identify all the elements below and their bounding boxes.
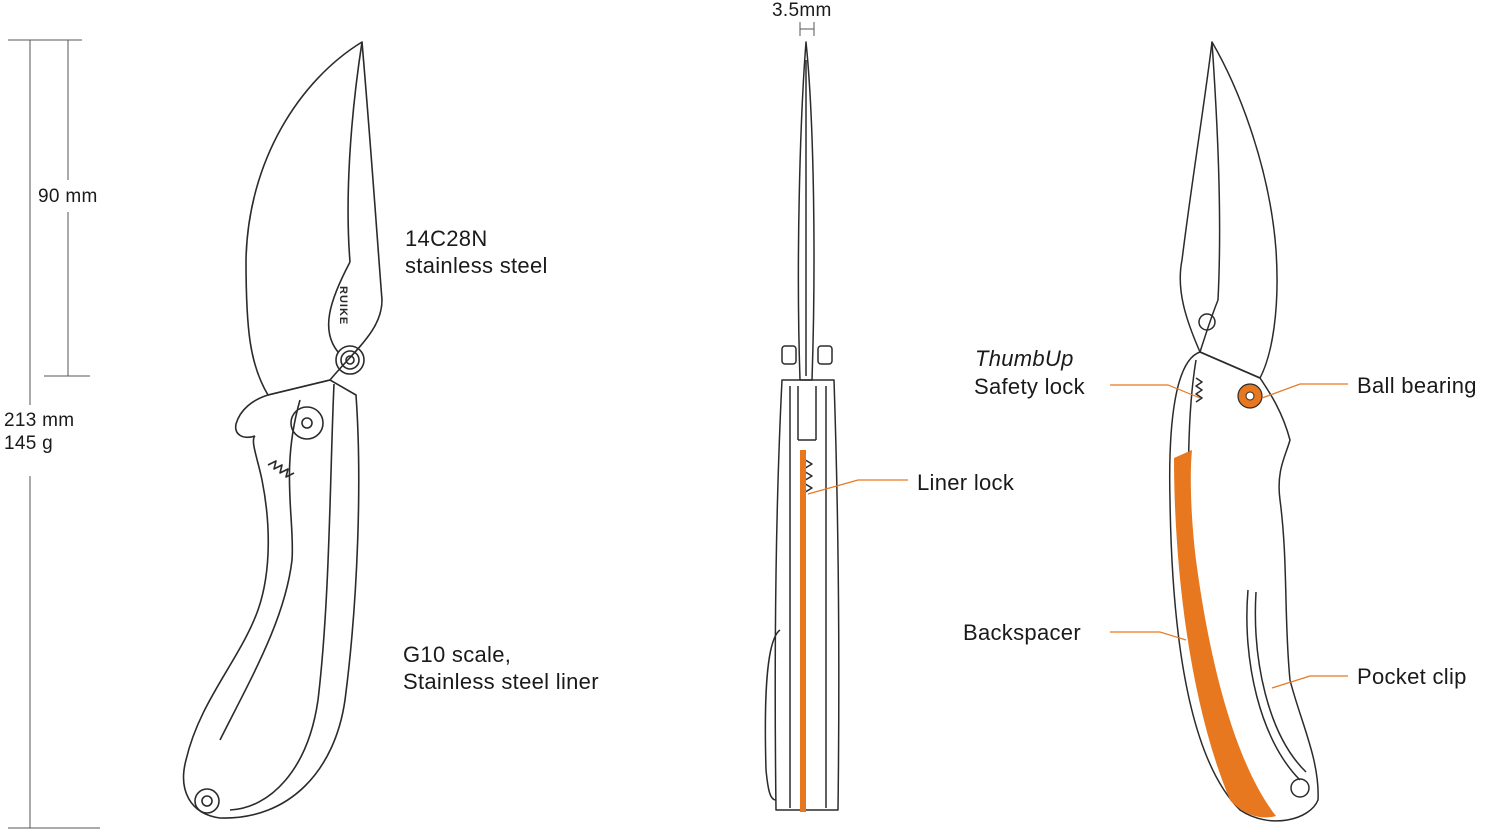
- backspacer-label: Backspacer: [963, 620, 1081, 645]
- knife-front-view: [182, 41, 383, 819]
- thickness-label: 3.5mm: [772, 0, 832, 21]
- ball-bearing-label: Ball bearing: [1357, 373, 1477, 398]
- overall-length-label: 213 mm: [4, 410, 75, 431]
- thickness-dimension: [799, 22, 815, 36]
- thumbup-label: ThumbUp: [975, 346, 1074, 371]
- blade-length-label: 90 mm: [38, 186, 98, 207]
- liner-lock-label: Liner lock: [917, 470, 1015, 495]
- ball-bearing-screw: [1245, 391, 1255, 401]
- backspacer-accent: [1174, 450, 1276, 818]
- knife-spine-view: [764, 41, 840, 811]
- safety-lock-label: Safety lock: [974, 374, 1085, 399]
- weight-label: 145 g: [4, 433, 54, 454]
- handle-liner-label: Stainless steel liner: [403, 669, 599, 694]
- callout-leaders: [807, 383, 1348, 689]
- pocket-clip-label: Pocket clip: [1357, 664, 1467, 689]
- liner-lock-accent: [800, 450, 806, 812]
- blade-steel-sub-label: stainless steel: [405, 253, 548, 278]
- knife-back-view: [1168, 41, 1319, 822]
- dimension-lines: [8, 39, 100, 829]
- blade-steel-label: 14C28N: [405, 226, 488, 251]
- blade-brand-mark: RUIKE: [337, 286, 349, 325]
- handle-material-label: G10 scale,: [403, 642, 512, 667]
